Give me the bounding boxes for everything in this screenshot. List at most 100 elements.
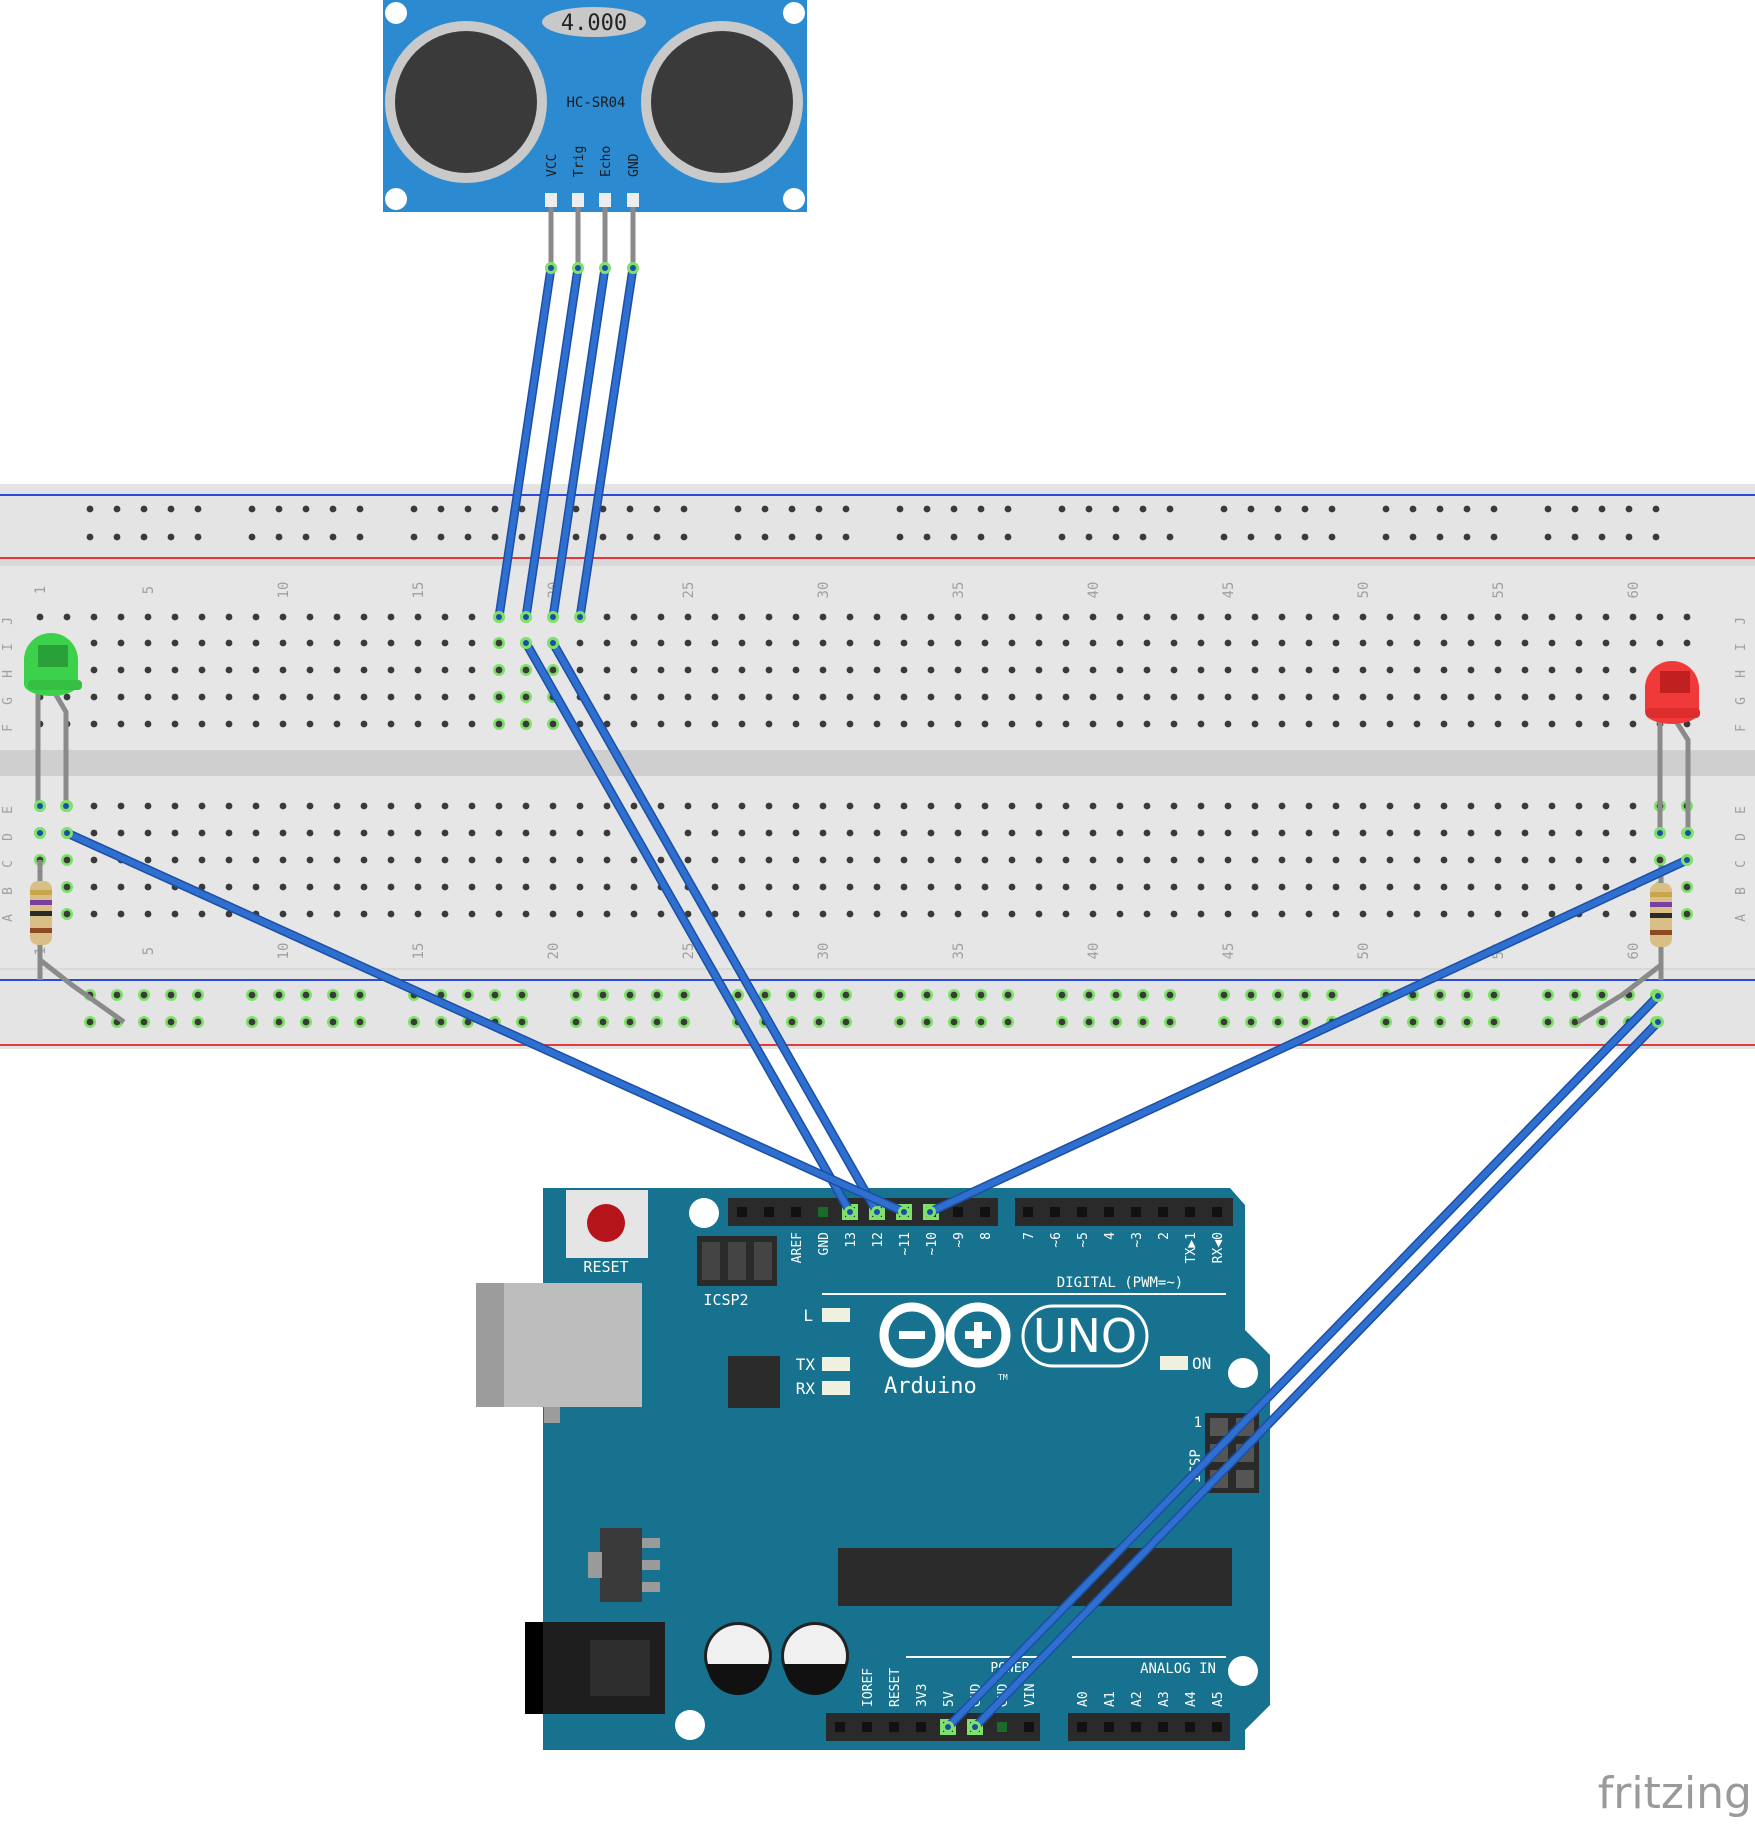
row-label: H: [1734, 670, 1749, 678]
breadboard-hole: [1521, 802, 1529, 810]
column-label: 40: [1086, 582, 1102, 599]
rail-hole: [599, 991, 607, 999]
breadboard-hole: [387, 883, 395, 891]
power-pin-label: 3V3: [915, 1684, 930, 1707]
wire-endpoint-core: [37, 803, 43, 809]
row-label: I: [1, 643, 16, 651]
header-pin: [1131, 1207, 1141, 1217]
breadboard-hole: [333, 802, 341, 810]
breadboard-hole: [387, 910, 395, 918]
breadboard-hole: [1143, 666, 1151, 674]
digital-pin-label: 4: [1103, 1232, 1118, 1240]
breadboard-hole: [954, 613, 962, 621]
breadboard-hole: [1467, 613, 1475, 621]
breadboard-hole: [441, 910, 449, 918]
breadboard-hole: [1305, 693, 1313, 701]
transducer-left: [395, 31, 537, 173]
breadboard-hole: [1386, 693, 1394, 701]
breadboard-column-labels: 1155101015152020252530303535404045455050…: [33, 582, 1642, 960]
breadboard-hole: [522, 829, 530, 837]
breadboard-hole: [1089, 910, 1097, 918]
sensor-mount-hole: [385, 188, 407, 210]
usb-chip: [728, 1356, 780, 1408]
column-label: 25: [681, 943, 697, 960]
breadboard-hole: [819, 829, 827, 837]
breadboard-hole: [63, 910, 71, 918]
breadboard-hole: [198, 613, 206, 621]
rail-hole: [572, 533, 580, 541]
breadboard-hole: [738, 720, 746, 728]
breadboard-hole: [1008, 613, 1016, 621]
breadboard-hole: [1197, 613, 1205, 621]
column-label: 15: [411, 943, 427, 960]
column-label: 15: [411, 582, 427, 599]
breadboard-hole: [1548, 639, 1556, 647]
breadboard-hole: [738, 910, 746, 918]
rail-hole: [302, 533, 310, 541]
breadboard-hole: [1440, 883, 1448, 891]
rail-hole: [1247, 991, 1255, 999]
breadboard-hole: [1683, 613, 1691, 621]
breadboard-hole: [819, 802, 827, 810]
breadboard-hole: [1197, 856, 1205, 864]
header-pin: [737, 1207, 747, 1217]
row-label: E: [1, 806, 16, 814]
breadboard-hole: [900, 856, 908, 864]
breadboard-hole: [1278, 802, 1286, 810]
rail-hole: [1490, 505, 1498, 513]
analog-label: ANALOG IN: [1140, 1661, 1216, 1677]
breadboard-hole: [1062, 802, 1070, 810]
breadboard-hole: [711, 720, 719, 728]
breadboard-hole: [765, 910, 773, 918]
breadboard-hole: [711, 829, 719, 837]
breadboard-hole: [171, 693, 179, 701]
breadboard-hole: [1062, 613, 1070, 621]
column-label: 50: [1356, 943, 1372, 960]
header-pin: [862, 1722, 872, 1732]
breadboard-hole: [1197, 693, 1205, 701]
breadboard-hole: [360, 720, 368, 728]
breadboard-hole: [1116, 856, 1124, 864]
breadboard-hole: [1413, 693, 1421, 701]
breadboard-hole: [603, 613, 611, 621]
row-label: C: [1, 860, 16, 868]
breadboard-hole: [171, 613, 179, 621]
breadboard-hole: [90, 856, 98, 864]
breadboard-hole: [873, 666, 881, 674]
rail-hole: [1571, 505, 1579, 513]
rail-hole: [680, 533, 688, 541]
rail-hole: [950, 505, 958, 513]
reset-button[interactable]: [587, 1204, 625, 1242]
breadboard-hole: [1224, 829, 1232, 837]
rail-hole: [1085, 1018, 1093, 1026]
breadboard-hole: [360, 883, 368, 891]
breadboard-hole: [576, 910, 584, 918]
breadboard-hole: [1035, 883, 1043, 891]
breadboard-hole: [1521, 720, 1529, 728]
rail-hole: [464, 533, 472, 541]
breadboard-hole: [495, 639, 503, 647]
wire-endpoint-core: [548, 265, 554, 271]
rail-hole: [572, 991, 580, 999]
sensor-mount-hole: [783, 188, 805, 210]
breadboard-hole: [225, 856, 233, 864]
rail-hole: [1463, 991, 1471, 999]
header-pin: [818, 1207, 828, 1217]
breadboard-hole: [738, 639, 746, 647]
breadboard-hole: [1359, 856, 1367, 864]
breadboard-hole: [333, 666, 341, 674]
breadboard-hole: [1521, 666, 1529, 674]
header-pin: [791, 1207, 801, 1217]
rail-hole: [977, 991, 985, 999]
breadboard-hole: [765, 613, 773, 621]
sensor-mount-hole: [385, 2, 407, 24]
row-label: B: [1, 887, 16, 895]
breadboard-hole: [873, 720, 881, 728]
rail-hole: [572, 1018, 580, 1026]
breadboard-hole: [1035, 613, 1043, 621]
rail-hole: [680, 991, 688, 999]
breadboard-hole: [1251, 720, 1259, 728]
rail-hole: [1625, 533, 1633, 541]
breadboard-hole: [1251, 613, 1259, 621]
